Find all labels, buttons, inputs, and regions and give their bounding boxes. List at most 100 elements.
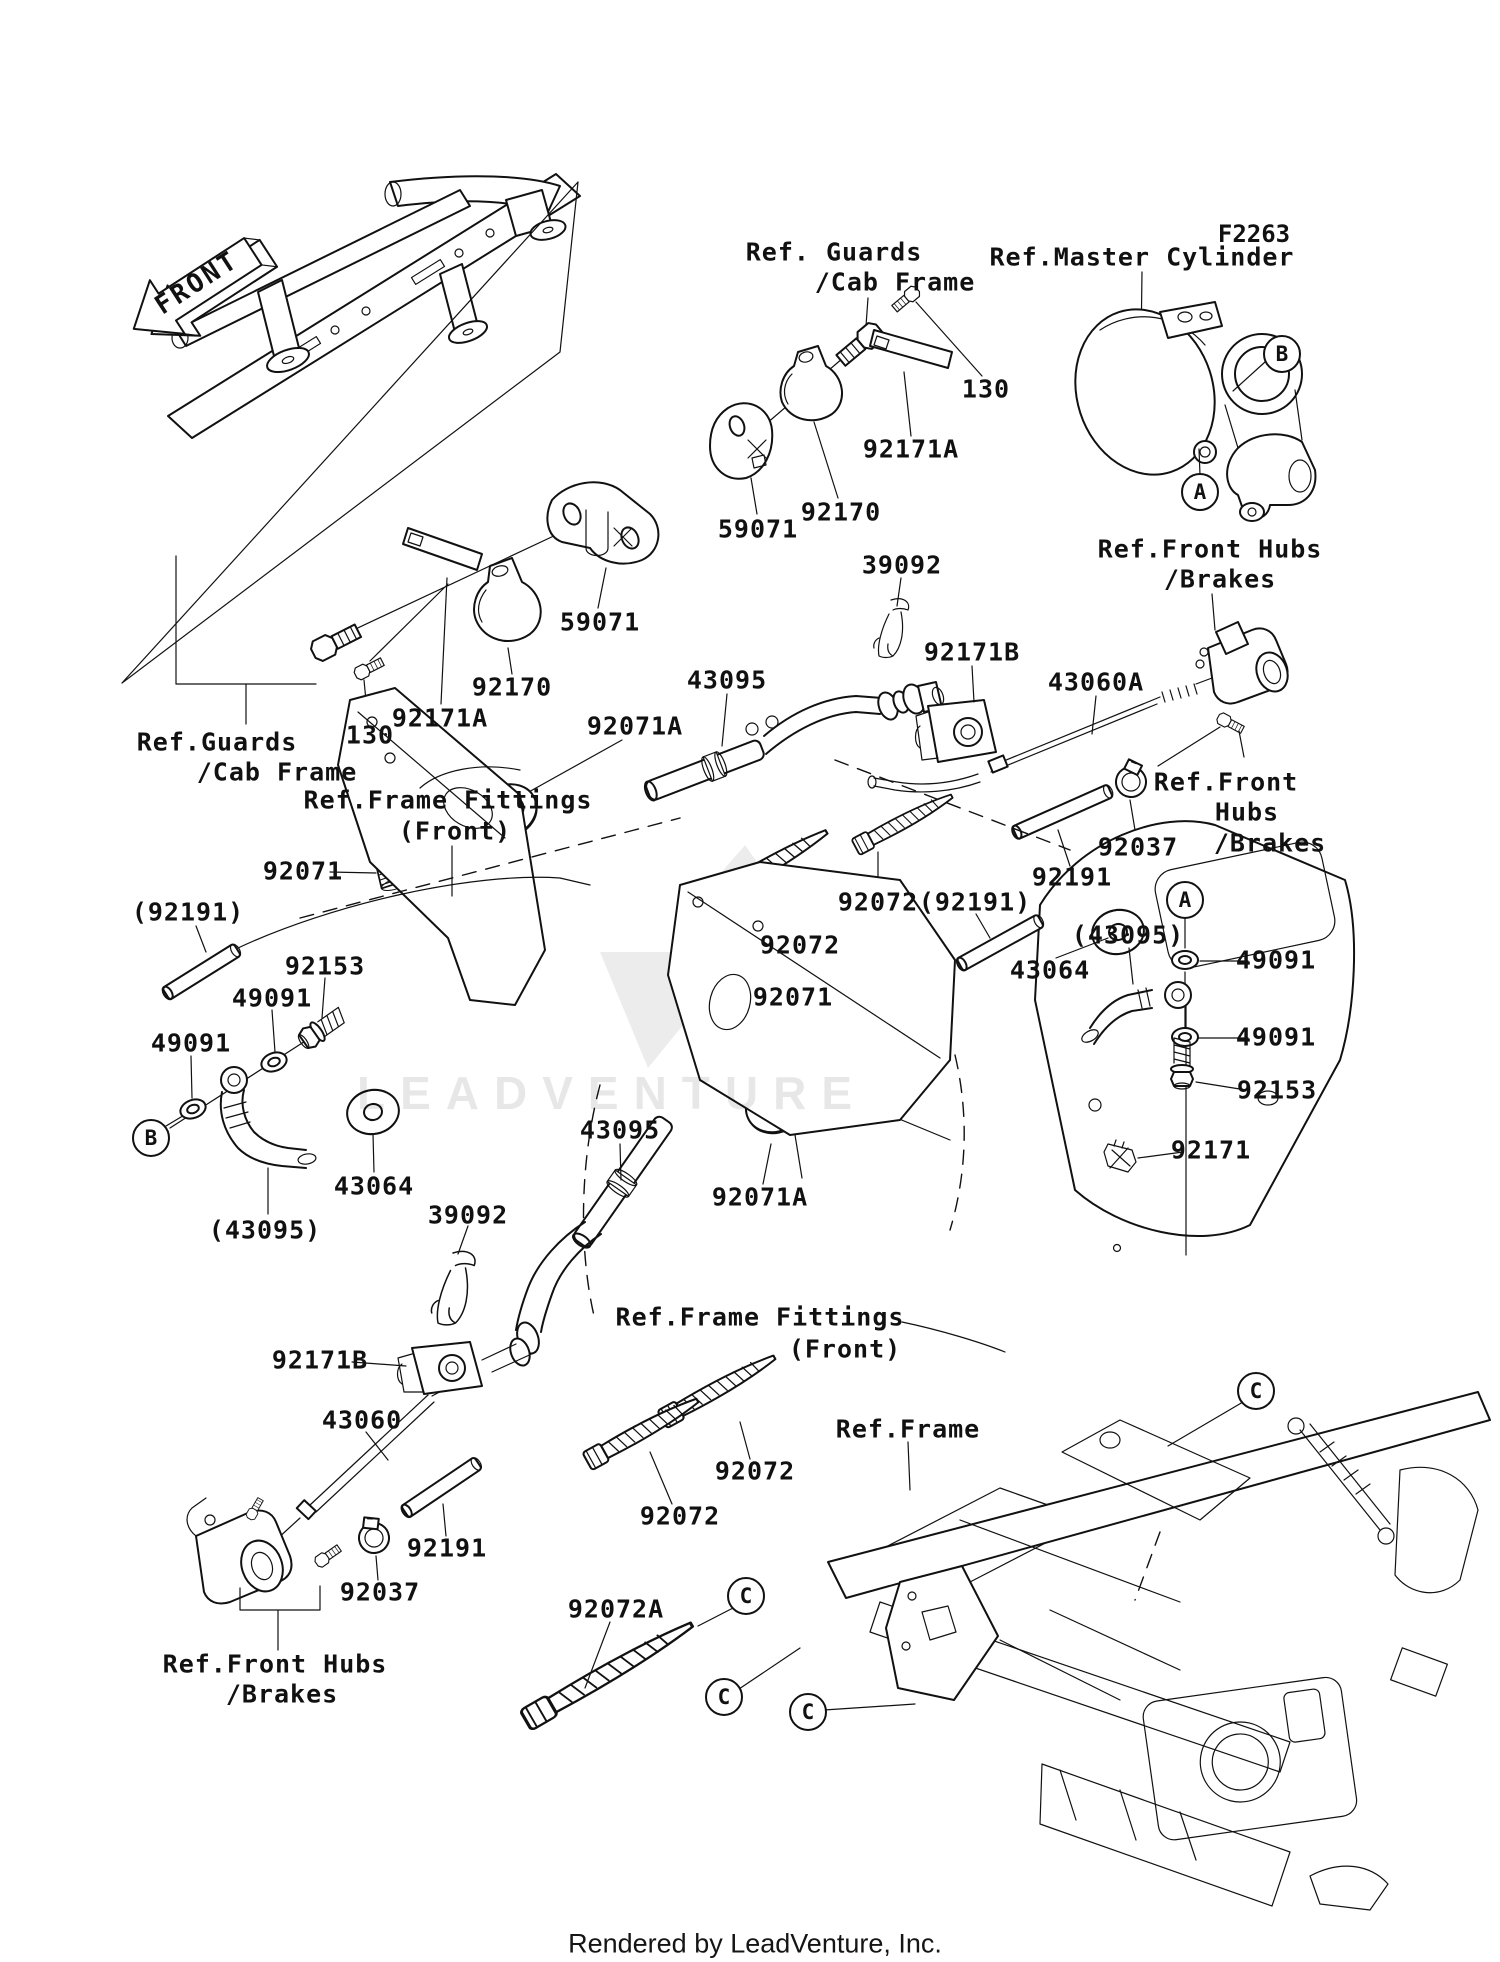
bracket-59071-top — [709, 402, 774, 480]
wheel-cylinder-left — [186, 1497, 321, 1651]
part-label: 92071A — [711, 1182, 809, 1212]
part-label: 49091 — [1235, 945, 1317, 975]
ref-label: Hubs — [1214, 797, 1280, 827]
part-label: (43095) — [208, 1215, 322, 1245]
tube-43095-bottom — [572, 1115, 673, 1249]
frame-drawing — [827, 1321, 1491, 1911]
strap-92171a-top — [869, 329, 953, 369]
callout-leaders — [697, 1401, 1244, 1711]
ref-label: Ref.Guards — [136, 727, 298, 757]
part-label: (92191) — [918, 887, 1032, 917]
part-label: 130 — [345, 720, 395, 750]
part-label: (92191) — [131, 897, 245, 927]
ref-label: Ref.Frame — [835, 1414, 981, 1444]
part-label: 130 — [961, 374, 1011, 404]
ref-label: /Cab Frame — [814, 267, 976, 297]
callout-A: A — [1181, 473, 1219, 511]
callout-C: C — [705, 1678, 743, 1716]
ref-label: Ref.Front Hubs — [1097, 534, 1323, 564]
pipe-43060a — [867, 677, 1213, 793]
part-label: 59071 — [717, 514, 799, 544]
figure-code: F2263 — [1217, 220, 1291, 248]
callout-B: B — [1263, 335, 1301, 373]
ref-label: Ref.Front Hubs — [162, 1649, 388, 1679]
part-label: 43060A — [1047, 667, 1145, 697]
front-direction-label: FRONT — [149, 245, 245, 321]
ref-label: Ref.Master Cylinder — [989, 242, 1295, 272]
ref-label: (Front) — [398, 816, 512, 846]
tube-92191-bottom — [400, 1457, 483, 1519]
tube-92191-far-left — [161, 943, 242, 1001]
ref-label: /Brakes — [1213, 828, 1327, 858]
part-label: 39092 — [861, 550, 943, 580]
ref-label: Ref. Guards — [745, 237, 923, 267]
clip-92171 — [1103, 1139, 1137, 1173]
part-label: 92071A — [586, 711, 684, 741]
ref-label: Ref.Frame Fittings — [615, 1302, 905, 1332]
ref-label: /Cab Frame — [196, 757, 358, 787]
frame-fitting-plate-right — [667, 861, 956, 1179]
part-label: 92071 — [752, 982, 834, 1012]
ref-label: /Brakes — [1163, 564, 1277, 594]
part-label: 59071 — [559, 607, 641, 637]
part-label: 49091 — [150, 1028, 232, 1058]
part-label: 92072A — [567, 1594, 665, 1624]
part-label: 92072 — [639, 1501, 721, 1531]
banjo-chain-right — [1081, 916, 1249, 1256]
cab-frame-drawing — [121, 173, 581, 684]
clamp-92170-top — [779, 345, 844, 422]
ref-label: Ref.Front — [1153, 767, 1299, 797]
tube-92191-mid — [955, 914, 1045, 972]
strap-92171a-left — [402, 527, 483, 571]
part-label: 92171B — [923, 637, 1021, 667]
part-label: 92191 — [1031, 862, 1113, 892]
part-label: 92171A — [862, 434, 960, 464]
part-label: 92171 — [1170, 1135, 1252, 1165]
tube-92191-right — [1011, 784, 1114, 840]
part-label: 43095 — [579, 1115, 661, 1145]
bracket-59071-left — [546, 481, 660, 565]
callout-C: C — [727, 1577, 765, 1615]
part-label: 92191 — [406, 1533, 488, 1563]
part-label: 92153 — [1236, 1075, 1318, 1105]
part-label: 43064 — [1009, 955, 1091, 985]
part-label: 92037 — [1097, 832, 1179, 862]
part-label: 43095 — [686, 665, 768, 695]
part-label: 92072 — [714, 1456, 796, 1486]
part-label: 92037 — [339, 1577, 421, 1607]
part-label: 92171B — [271, 1345, 369, 1375]
routing-dashed-lines — [299, 759, 1161, 1601]
part-label: (43095) — [1071, 920, 1185, 950]
callout-C: C — [1237, 1372, 1275, 1410]
banjo-chain-left — [165, 977, 326, 1169]
part-label: 92153 — [284, 951, 366, 981]
part-label: 43064 — [333, 1171, 415, 1201]
front-arrow-icon — [132, 237, 279, 337]
bracket-92171b-bottom — [396, 1341, 483, 1395]
part-label: 39092 — [427, 1200, 509, 1230]
part-label: 43060 — [321, 1405, 403, 1435]
callout-A: A — [1166, 881, 1204, 919]
part-label: 92072 — [759, 930, 841, 960]
frame-fitting-plate-left — [337, 687, 546, 1006]
part-label: 92072 — [837, 887, 919, 917]
footer-credit: Rendered by LeadVenture, Inc. — [568, 1928, 942, 1959]
ref-label: Ref.Frame Fittings — [303, 785, 593, 815]
callout-B: B — [132, 1119, 170, 1157]
part-label: 49091 — [1235, 1022, 1317, 1052]
part-label: 49091 — [231, 983, 313, 1013]
part-label: 92170 — [800, 497, 882, 527]
bracket-92171b-top — [914, 699, 997, 763]
master-cylinder-drawing — [1074, 271, 1317, 522]
ref-label: /Brakes — [225, 1679, 339, 1709]
leader-lines-center — [517, 665, 975, 799]
watermark-text: LEADVENTURE — [356, 1067, 868, 1119]
part-label: 92171A — [391, 703, 489, 733]
wheel-cylinder-right — [1195, 593, 1289, 705]
callout-C: C — [789, 1693, 827, 1731]
part-label: 92170 — [471, 672, 553, 702]
ref-label: (Front) — [788, 1334, 902, 1364]
